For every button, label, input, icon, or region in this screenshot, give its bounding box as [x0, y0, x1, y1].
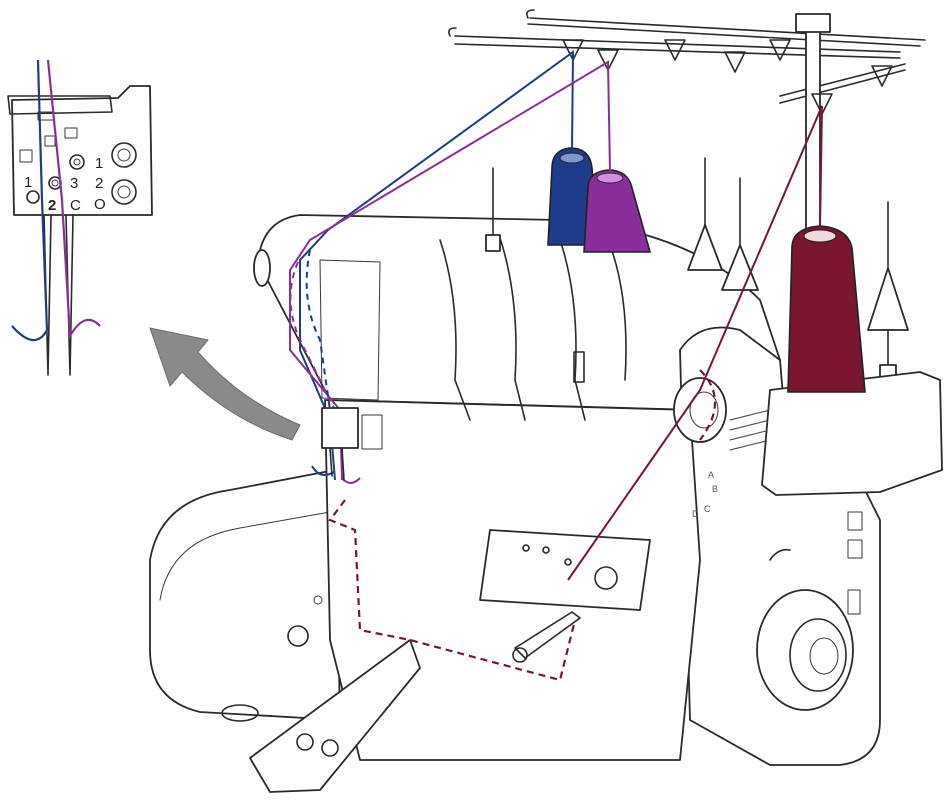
thread-cone-maroon — [787, 225, 866, 393]
spool-pins — [485, 157, 909, 384]
thread-maroon-dashed — [328, 369, 717, 682]
serger-body: A B C D — [149, 214, 881, 793]
inset-label-middle-3: 3 — [70, 175, 78, 192]
inset-label-right-o: O — [94, 196, 106, 213]
dial-letter-a: A — [708, 470, 714, 480]
thread-maroon — [567, 105, 823, 581]
inset-label-right-1: 1 — [95, 155, 103, 172]
thread-purple-dashed — [289, 261, 337, 413]
pointer-arrow — [149, 327, 301, 441]
inset-label-middle-c: C — [70, 197, 81, 214]
inset-thread-blue — [11, 59, 49, 342]
thread-cone-purple — [583, 169, 652, 253]
dial-letter-c: C — [704, 504, 711, 514]
dial-letter-b: B — [712, 484, 718, 494]
needle-inset: 1 2 3 C 1 2 O — [7, 59, 153, 376]
needle-bar — [321, 407, 383, 481]
inset-thread-purple — [46, 59, 101, 340]
spool-tray — [761, 371, 943, 496]
inset-label-right-2: 2 — [95, 175, 103, 192]
thread-blue-dashed — [305, 249, 331, 411]
dial-letter-d: D — [692, 509, 699, 519]
inset-label-left-1: 1 — [24, 174, 32, 191]
inset-label-left-2: 2 — [48, 197, 56, 214]
